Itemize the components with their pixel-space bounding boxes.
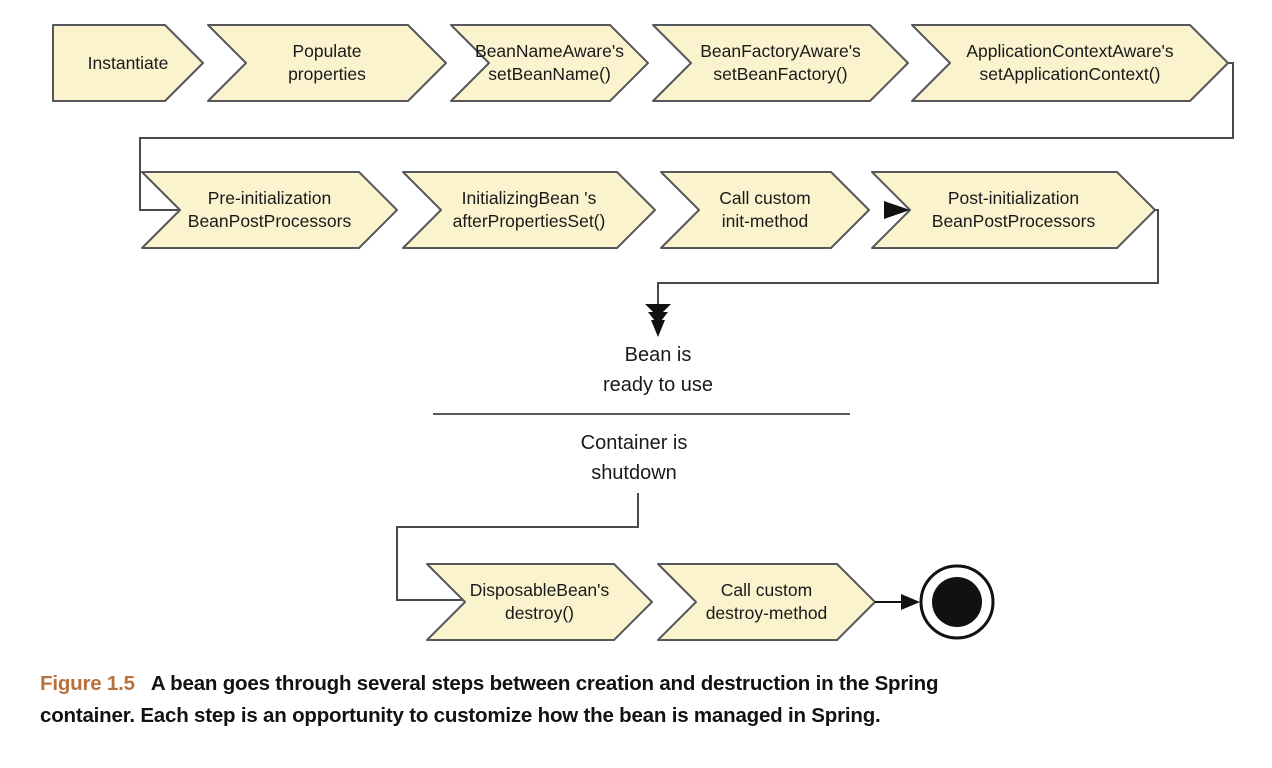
bean-ready-label: Bean is ready to use	[602, 344, 714, 396]
step-setapplicationcontext-label: ApplicationContextAware's setApplication…	[966, 41, 1174, 84]
step-pre-init-beanpostprocessors-shape	[141, 171, 398, 249]
step-setbeanfactory-shape	[652, 24, 909, 102]
figure-number: Figure 1.5	[40, 672, 135, 695]
step-afterpropertiesset-shape	[402, 171, 656, 249]
step-custom-destroy-method-label: Call custom destroy-method	[705, 580, 828, 623]
figure-caption: Figure 1.5 A bean goes through several st…	[40, 668, 1160, 732]
step-populate-properties-shape	[207, 24, 447, 102]
arrow-icon	[901, 594, 920, 610]
step-setapplicationcontext-shape	[911, 24, 1229, 102]
container-shutdown-label: Container is shutdown	[580, 432, 688, 484]
step-populate-properties-label: Populate properties	[288, 41, 366, 84]
step-custom-init-method-shape	[660, 171, 870, 249]
caption-text-2: container. Each step is an opportunity t…	[40, 704, 881, 727]
step-setbeanname-label: BeanNameAware's setBeanName()	[475, 41, 624, 84]
multi-arrow-icon	[645, 304, 671, 337]
connector-init-to-ready	[657, 209, 1159, 306]
step-afterpropertiesset-label: InitializingBean 's afterPropertiesSet()	[452, 188, 606, 231]
caption-text-1: A bean goes through several steps betwee…	[150, 672, 939, 695]
step-post-init-beanpostprocessors-label: Post-initialization BeanPostProcessors	[931, 188, 1096, 231]
arrow-icon	[884, 201, 910, 219]
step-instantiate-label: Instantiate	[87, 52, 169, 73]
step-setbeanfactory-label: BeanFactoryAware's setBeanFactory()	[700, 41, 861, 84]
step-pre-init-beanpostprocessors-label: Pre-initialization BeanPostProcessors	[187, 188, 352, 231]
step-custom-destroy-method-shape	[657, 563, 876, 641]
connector-shutdown-to-destroy	[396, 493, 639, 601]
step-instantiate-shape	[52, 24, 204, 102]
step-disposablebean-destroy-shape	[426, 563, 653, 641]
activity-final-node-core	[932, 577, 982, 627]
caption-line-1: Figure 1.5 A bean goes through several st…	[40, 668, 1160, 700]
step-setbeanname-shape	[450, 24, 649, 102]
step-disposablebean-destroy-label: DisposableBean's destroy()	[469, 580, 610, 623]
connector-creation-to-init	[139, 62, 1234, 211]
caption-line-2: container. Each step is an opportunity t…	[40, 700, 1160, 732]
step-custom-init-method-label: Call custom init-method	[719, 188, 811, 231]
